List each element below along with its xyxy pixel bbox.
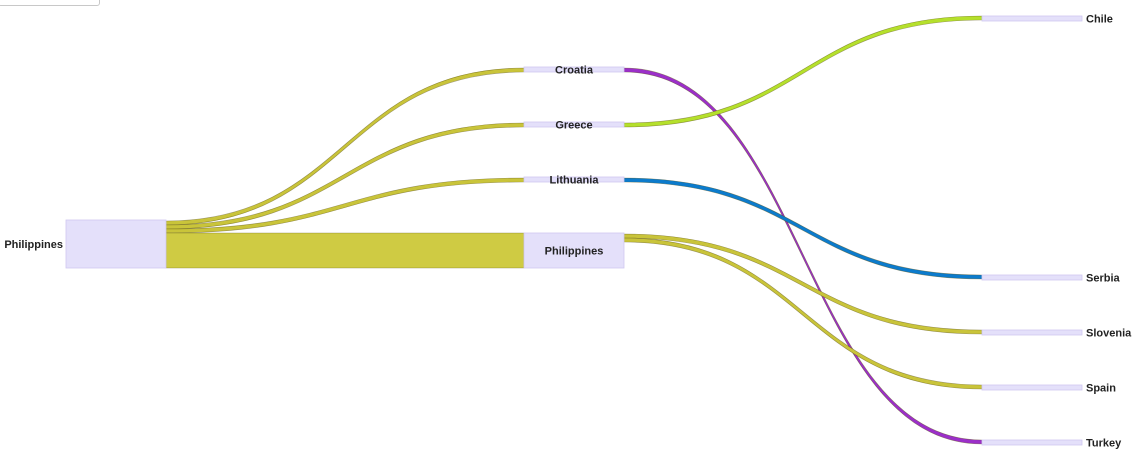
node-mid-philippines[interactable] xyxy=(523,232,625,269)
node-src-philippines[interactable] xyxy=(65,219,167,269)
node-label-dst-slovenia: Slovenia xyxy=(1086,328,1132,340)
node-label-mid-greece: Greece xyxy=(555,120,592,132)
node-label-src-philippines: Philippines xyxy=(4,239,63,251)
node-label-dst-serbia: Serbia xyxy=(1086,273,1121,285)
node-label-dst-chile: Chile xyxy=(1086,14,1113,26)
node-mid-croatia[interactable] xyxy=(523,66,625,73)
link-src-philippines-to-mid-philippines[interactable] xyxy=(165,232,525,269)
link-mid-philippines-to-dst-slovenia[interactable] xyxy=(623,233,983,335)
node-label-mid-lithuania: Lithuania xyxy=(550,175,600,187)
node-dst-chile[interactable] xyxy=(981,15,1083,22)
node-dst-spain[interactable] xyxy=(981,384,1083,391)
toolbar-tab[interactable] xyxy=(0,0,100,6)
link-mid-philippines-to-dst-spain[interactable] xyxy=(623,237,983,390)
node-dst-slovenia[interactable] xyxy=(981,329,1083,336)
link-mid-croatia-to-dst-turkey[interactable] xyxy=(623,67,983,445)
link-src-philippines-to-mid-greece[interactable] xyxy=(165,122,525,230)
node-dst-serbia[interactable] xyxy=(981,274,1083,281)
node-mid-lithuania[interactable] xyxy=(523,176,625,183)
node-dst-turkey[interactable] xyxy=(981,439,1083,446)
node-label-dst-spain: Spain xyxy=(1086,383,1116,395)
nodes-layer xyxy=(65,15,1083,446)
node-label-mid-philippines: Philippines xyxy=(545,246,604,258)
node-mid-greece[interactable] xyxy=(523,121,625,128)
links-layer xyxy=(165,15,983,445)
node-label-dst-turkey: Turkey xyxy=(1086,438,1122,450)
link-src-philippines-to-mid-croatia[interactable] xyxy=(165,67,525,226)
link-mid-greece-to-dst-chile[interactable] xyxy=(623,15,983,128)
labels-layer: Philippines CroatiaGreeceLithuaniaPhilipp… xyxy=(4,14,1132,450)
link-mid-lithuania-to-dst-serbia[interactable] xyxy=(623,177,983,280)
node-label-mid-croatia: Croatia xyxy=(555,65,594,77)
